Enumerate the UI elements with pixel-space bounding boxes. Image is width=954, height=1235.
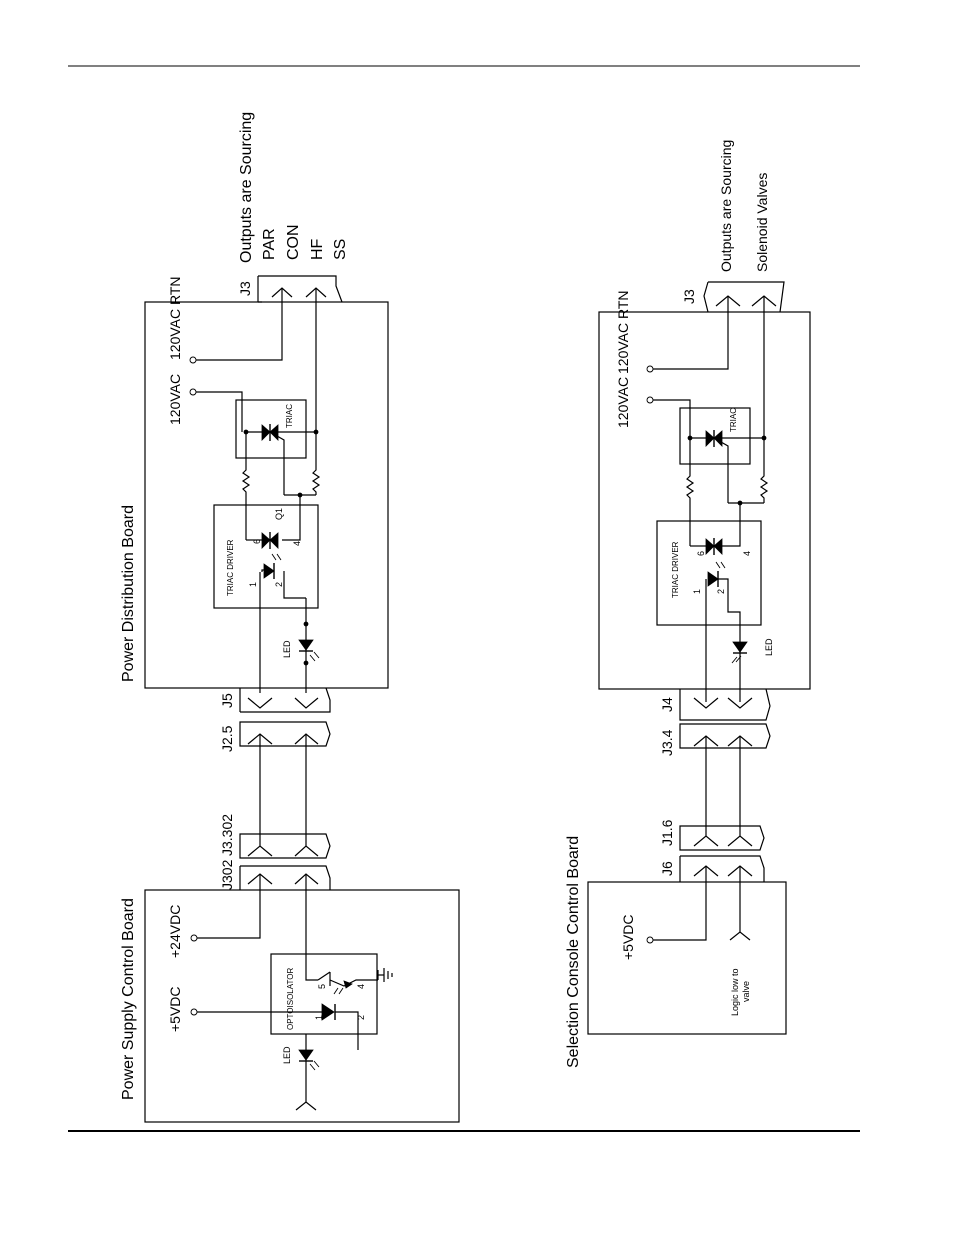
output-ss: SS — [332, 239, 349, 260]
svg-text:6: 6 — [696, 551, 706, 556]
right-j6-connector — [679, 855, 765, 882]
right-v120-terminal — [646, 396, 654, 404]
right-led-label: LED — [764, 638, 774, 656]
j302-connector — [239, 865, 331, 890]
output-hf: HF — [309, 238, 326, 260]
output-par: PAR — [261, 228, 278, 260]
right-v120-label: 120VAC — [615, 377, 631, 428]
svg-text:5: 5 — [317, 984, 327, 989]
j3302-connector — [239, 833, 331, 859]
v120rtn-label: 120VAC RTN — [167, 276, 183, 360]
right-j4-label: J4 — [659, 697, 675, 712]
v120-terminal — [189, 388, 197, 396]
right-v5-terminal — [646, 936, 654, 944]
output-con: CON — [285, 224, 302, 260]
right-outputs-label: Outputs are Sourcing — [718, 140, 734, 272]
j3-connector — [257, 275, 343, 303]
v24-label: +24VDC — [167, 905, 183, 958]
svg-text:1: 1 — [692, 589, 702, 594]
svg-text:1: 1 — [248, 582, 258, 587]
j25-label: J2.5 — [219, 725, 235, 752]
right-solenoid-label: Solenoid Valves — [754, 173, 770, 272]
right-triac-driver-box — [656, 520, 762, 626]
j5-label: J5 — [219, 693, 235, 708]
scc-title: Selection Console Control Board — [565, 836, 582, 1068]
v120rtn-terminal — [189, 356, 197, 364]
logic-label-1: Logic low to — [730, 968, 740, 1016]
svg-text:2: 2 — [716, 589, 726, 594]
right-v5-label: +5VDC — [620, 914, 636, 960]
svg-text:4: 4 — [356, 984, 366, 989]
right-j4-connector — [679, 688, 771, 721]
triac-driver-box — [213, 504, 319, 609]
optoisolator-label: OPTOISOLATOR — [286, 968, 295, 1030]
power-distribution-board — [144, 301, 389, 689]
right-j6-label: J6 — [659, 861, 675, 876]
v24-terminal — [190, 934, 198, 942]
right-power-distribution-board — [598, 311, 811, 690]
right-j3-connector — [703, 281, 785, 313]
svg-text:1: 1 — [314, 1015, 324, 1020]
j5-connector — [239, 687, 331, 713]
svg-text:6: 6 — [252, 539, 262, 544]
logic-label-2: valve — [741, 981, 751, 1002]
right-v120rtn-label: 120VAC RTN — [615, 290, 631, 374]
v5-label: +5VDC — [167, 986, 183, 1032]
triac-box — [235, 399, 307, 459]
right-v120rtn-terminal — [646, 365, 654, 373]
right-j34-connector — [679, 723, 771, 749]
right-triac-label: TRIAC — [729, 408, 738, 432]
power-supply-control-board — [144, 889, 460, 1123]
outputs-label: Outputs are Sourcing — [238, 112, 255, 263]
j302-label: J302 — [219, 859, 235, 890]
psc-title: Power Supply Control Board — [120, 898, 137, 1100]
j3-label: J3 — [237, 281, 253, 296]
svg-text:4: 4 — [292, 541, 302, 546]
right-j3-label: J3 — [681, 289, 697, 304]
q1-label: Q1 — [274, 508, 284, 520]
v5-terminal — [190, 1008, 198, 1016]
right-j16-label: J1.6 — [659, 819, 675, 846]
j3302-label: J3.302 — [219, 814, 235, 856]
svg-text:2: 2 — [356, 1015, 366, 1020]
triac-label: TRIAC — [285, 404, 294, 428]
svg-text:4: 4 — [742, 551, 752, 556]
pdb-title: Power Distribution Board — [120, 505, 137, 682]
selection-console-control-board — [587, 881, 787, 1035]
j25-connector — [239, 721, 331, 747]
right-triac-box — [679, 407, 751, 465]
led2-label: LED — [282, 1046, 292, 1064]
right-diagram: Outputs are Sourcing Solenoid Valves J3 … — [565, 140, 811, 1068]
triac-driver-label: TRIAC DRIVER — [226, 539, 235, 596]
right-triac-driver-label: TRIAC DRIVER — [671, 541, 680, 598]
left-diagram: Power Distribution Board Outputs are Sou… — [120, 112, 460, 1123]
right-j34-label: J3.4 — [659, 729, 675, 756]
svg-text:2: 2 — [274, 582, 284, 587]
v120-label: 120VAC — [167, 374, 183, 425]
optoisolator-box — [270, 953, 378, 1035]
led-label: LED — [282, 640, 292, 658]
right-j16-connector — [679, 825, 765, 851]
